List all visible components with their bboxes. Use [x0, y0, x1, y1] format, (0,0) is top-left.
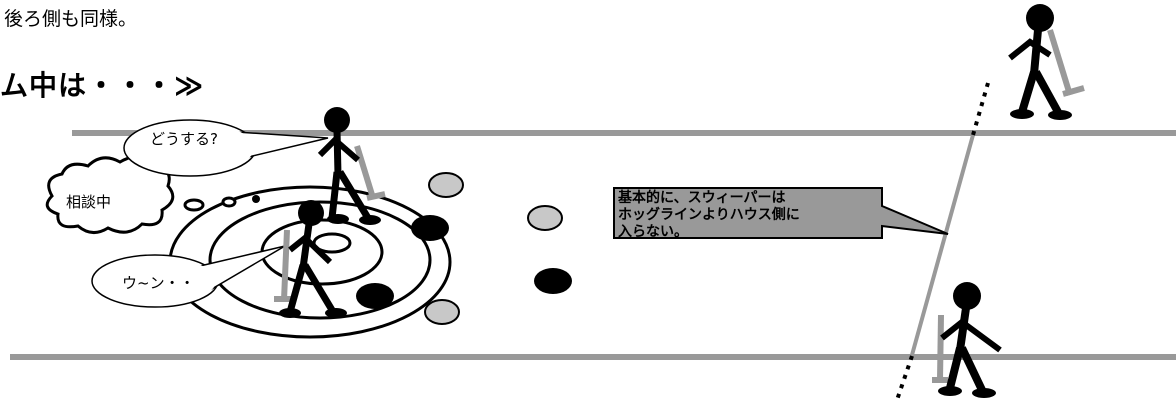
thought-cloud	[45, 155, 175, 234]
callout-line: ホッグラインよりハウス側に	[618, 207, 800, 223]
thought-dot	[183, 198, 205, 212]
stone-black	[356, 283, 394, 309]
thought-dot	[221, 196, 237, 208]
player-figure	[1008, 4, 1085, 120]
hog-line-dotted-top	[971, 82, 990, 136]
speech-bubble-text: どうする?	[150, 130, 218, 148]
stone-gray	[428, 172, 464, 198]
player-figure	[317, 107, 386, 225]
note-text: 後ろ側も同様。	[4, 8, 138, 30]
player-figure	[274, 200, 347, 318]
player-figure	[932, 282, 1002, 398]
stone-gray	[527, 205, 563, 231]
thought-dot	[252, 195, 260, 203]
section-heading: ム中は・・・≫	[0, 69, 205, 102]
callout-line: 基本的に、スウィーパーは	[618, 190, 786, 206]
callout-box	[613, 187, 949, 239]
stone-gray	[424, 299, 460, 325]
hog-line	[910, 134, 975, 356]
stone-black	[411, 215, 449, 241]
hog-line-dotted-bottom	[895, 355, 914, 401]
thought-bubble-text: 相談中	[66, 193, 112, 211]
stone-black	[534, 268, 572, 294]
callout-text: 基本的に、スウィーパーは ホッグラインよりハウス側に 入らない。	[618, 190, 878, 241]
callout-line: 入らない。	[618, 224, 688, 240]
speech-bubble-text: ウ~ン・・	[122, 274, 195, 292]
